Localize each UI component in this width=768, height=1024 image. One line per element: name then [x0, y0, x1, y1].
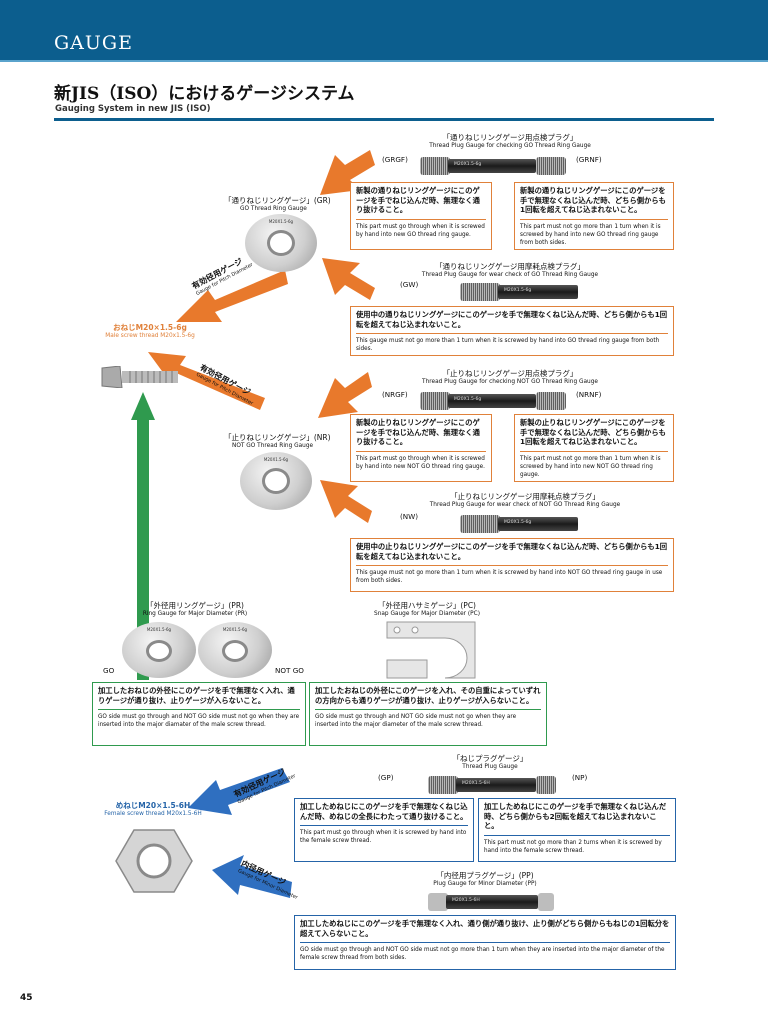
- pc-box: 加工したおねじの外径にこのゲージを入れ、その自重によっていずれの方向からも通りゲ…: [309, 682, 547, 746]
- grgf-thread: [420, 157, 450, 175]
- female-screw-image: [115, 829, 193, 893]
- gw-plug-image: M20X1.5-6g: [498, 285, 578, 299]
- header-band: [0, 0, 768, 62]
- green-arrow: [131, 392, 155, 680]
- nrgf-plug-image: M20X1.5-6g: [448, 394, 536, 408]
- gp-thread: [428, 776, 458, 794]
- np-thread: [536, 776, 556, 794]
- grgf-box: 新製の通りねじリングゲージにこのゲージを手でねじ込んだ時、無理なく通り抜けること…: [350, 182, 492, 250]
- pc-snap-gauge-image: [386, 621, 476, 679]
- grnf-thread: [536, 157, 566, 175]
- gw-thread: [460, 283, 500, 301]
- grgf-title: 「通りねじリングゲージ用点検プラグ」 Thread Plug Gauge for…: [429, 133, 591, 149]
- nw-title: 「止りねじリングゲージ用摩耗点検プラグ」 Thread Plug Gauge f…: [429, 492, 621, 508]
- orange-arrow-1: [320, 150, 375, 195]
- grnf-code: (GRNF): [576, 155, 602, 164]
- pp-go-end: [428, 893, 448, 911]
- pc-label: 「外径用ハサミゲージ」(PC) Snap Gauge for Major Dia…: [374, 601, 480, 617]
- nrgf-box: 新製の止りねじリングゲージにこのゲージを手でねじ込んだ時、無理なく通り抜けること…: [350, 414, 492, 482]
- page-title: 新JIS（ISO）におけるゲージシステム: [54, 84, 355, 104]
- page-number: 45: [20, 993, 33, 1003]
- orange-arrow-4: [320, 480, 372, 523]
- nw-plug-image: M20X1.5-6g: [498, 517, 578, 531]
- pr-go-label: GO: [103, 666, 115, 675]
- gr-label: 「通りねじリングゲージ」(GR) GO Thread Ring Gauge: [224, 196, 331, 212]
- np-code: (NP): [572, 773, 588, 782]
- nrnf-box: 新製の止りねじリングゲージにこのゲージを手で無理なくねじ込んだ時、どちら側からも…: [514, 414, 674, 482]
- nw-code: (NW): [400, 512, 419, 521]
- np-box: 加工しためねじにこのゲージを手で無理なくねじ込んだ時、どちら側からも2回転を超え…: [478, 798, 676, 862]
- grgf-plug-image: M20X1.5-6g: [448, 159, 536, 173]
- nr-ring-image: M20X1.5-6g: [240, 452, 312, 510]
- grgf-code: (GRGF): [382, 155, 408, 164]
- gp-code: (GP): [378, 773, 394, 782]
- blue-arrow-minor: [212, 855, 292, 898]
- nrgf-title: 「止りねじリングゲージ用点検プラグ」 Thread Plug Gauge for…: [422, 369, 598, 385]
- orange-arrow-3: [318, 372, 372, 418]
- section-title: GAUGE: [54, 32, 133, 54]
- grnf-box: 新製の通りねじリングゲージにこのゲージを手で無理なくねじ込んだ時、どちら側からも…: [514, 182, 674, 250]
- nrgf-code: (NRGF): [382, 390, 408, 399]
- orange-arrow-2: [322, 258, 375, 300]
- female-screw-label: めねじM20×1.5-6H Female screw thread M20x1.…: [104, 801, 202, 817]
- pp-plug-image: M20X1.5-6H: [446, 895, 538, 909]
- male-screw-label: おねじM20×1.5-6g Male screw thread M20x1.5-…: [105, 323, 195, 339]
- male-screw-image: [101, 366, 178, 388]
- nrnf-code: (NRNF): [576, 390, 602, 399]
- page-subtitle: Gauging System in new JIS (ISO): [55, 104, 211, 114]
- pr-go-ring-image: M20X1.5-6g: [122, 622, 196, 678]
- pp-notgo-end: [538, 893, 554, 911]
- gp-box: 加工しためねじにこのゲージを手で無理なくねじ込んだ時、めねじの全長にわたって通り…: [294, 798, 474, 862]
- gw-box: 使用中の通りねじリングゲージにこのゲージを手で無理なくねじ込んだ時、どちら側から…: [350, 306, 674, 356]
- pr-label: 「外径用リングゲージ」(PR) Ring Gauge for Major Dia…: [142, 601, 248, 617]
- nw-box: 使用中の止りねじリングゲージにこのゲージを手で無理なくねじ込んだ時、どちら側から…: [350, 538, 674, 592]
- gw-title: 「通りねじリングゲージ用摩耗点検プラグ」 Thread Plug Gauge f…: [421, 262, 599, 278]
- pr-box: 加工したおねじの外径にこのゲージを手で無理なく入れ、通りゲージが通り抜け、止りゲ…: [92, 682, 306, 746]
- orange-arrow-pitch-1: [176, 270, 288, 322]
- gw-code: (GW): [400, 280, 419, 289]
- gp-plug-image: M20X1.5-6H: [456, 778, 536, 792]
- pr-notgo-label: NOT GO: [275, 666, 304, 675]
- nrgf-thread: [420, 392, 450, 410]
- gr-ring-image: M20X1.5-6g: [245, 214, 317, 272]
- nw-thread: [460, 515, 500, 533]
- orange-arrow-pitch-2: [148, 352, 265, 410]
- title-rule: [54, 118, 714, 121]
- pp-box: 加工しためねじにこのゲージを手で無理なく入れ、通り側が通り抜け、止り側がどちら側…: [294, 915, 676, 970]
- pr-notgo-ring-image: M20X1.5-6g: [198, 622, 272, 678]
- nrnf-thread: [536, 392, 566, 410]
- blue-arrow-pitch: [188, 768, 290, 815]
- pp-title: 「内径用プラグゲージ」(PP) Plug Gauge for Minor Dia…: [433, 871, 537, 887]
- gpnp-title: 「ねじプラグゲージ」 Thread Plug Gauge: [452, 754, 528, 770]
- nr-label: 「止りねじリングゲージ」(NR) NOT GO Thread Ring Gaug…: [224, 433, 331, 449]
